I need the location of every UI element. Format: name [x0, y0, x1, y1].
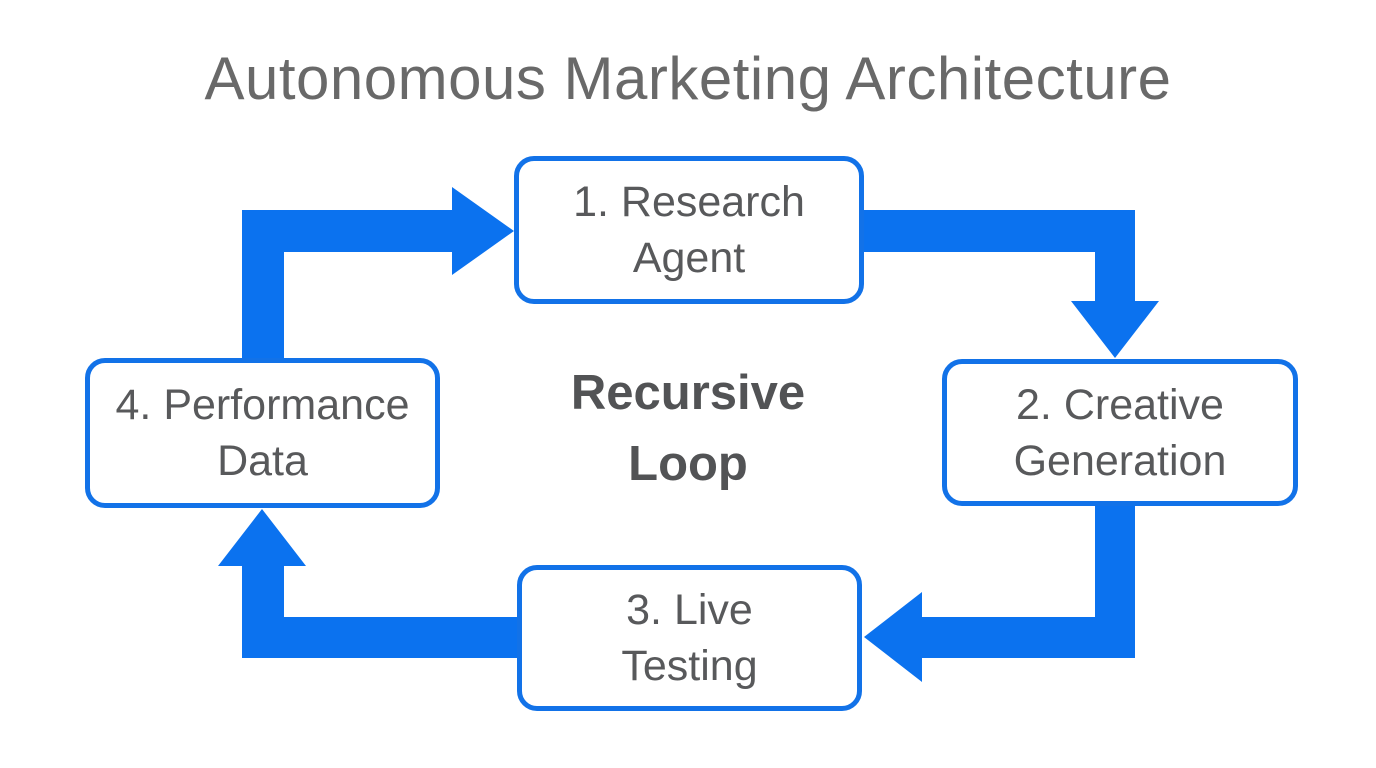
node-performance-data-label: 4. Performance Data	[115, 381, 410, 485]
node-live-testing: 3. Live Testing	[517, 565, 862, 711]
node-creative-generation: 2. Creative Generation	[942, 359, 1298, 506]
arrow-research-to-creative-icon	[860, 210, 1159, 358]
arrow-performance-to-research-icon	[242, 187, 514, 360]
node-research-agent: 1. Research Agent	[514, 156, 864, 304]
recursive-loop-label: Recursive Loop	[570, 366, 806, 491]
node-research-agent-label: 1. Research Agent	[573, 178, 805, 282]
node-live-testing-label: 3. Live Testing	[621, 586, 758, 690]
node-creative-generation-label: 2. Creative Generation	[1013, 380, 1227, 485]
diagram-title: Autonomous Marketing Architecture	[204, 45, 1172, 112]
arrow-testing-to-performance-icon	[218, 509, 517, 658]
node-performance-data: 4. Performance Data	[85, 358, 440, 508]
arrow-creative-to-testing-icon	[864, 505, 1135, 682]
